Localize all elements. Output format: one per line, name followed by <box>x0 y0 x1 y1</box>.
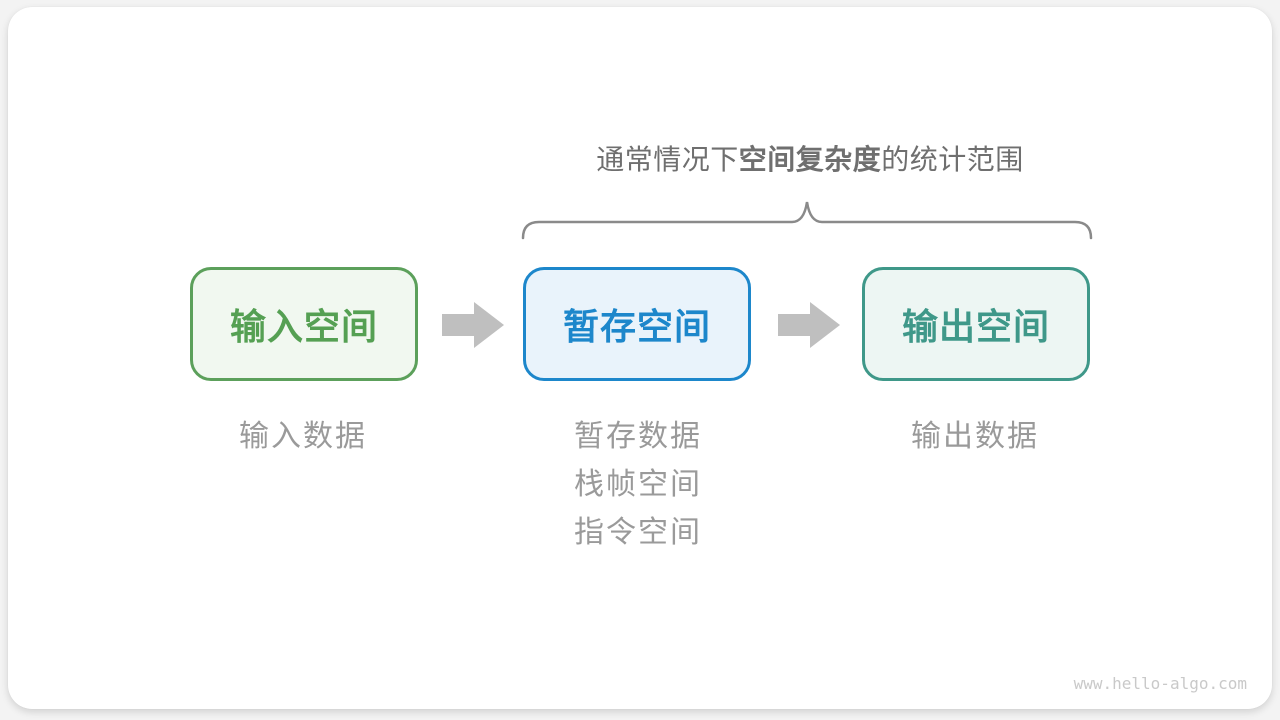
diagram-title: 通常情况下空间复杂度的统计范围 <box>596 143 1024 177</box>
sub-label-output-data: 输出数据 <box>911 420 1039 453</box>
node-input-space-label: 输入空间 <box>229 306 378 347</box>
sub-label-buffer-data: 暂存数据 <box>574 420 702 453</box>
title-prefix: 通常情况下 <box>596 144 739 175</box>
arrow-right-icon <box>442 302 504 348</box>
watermark-url: www.hello-algo.com <box>1073 674 1247 693</box>
sub-label-stack-frame-space: 栈帧空间 <box>574 468 702 501</box>
title-bold-term: 空间复杂度 <box>738 144 882 175</box>
scope-brace-path <box>521 201 1093 240</box>
node-output-space-label: 输出空间 <box>901 306 1050 347</box>
scope-brace-icon <box>521 201 1093 240</box>
title-suffix: 的统计范围 <box>881 144 1024 175</box>
arrow-right-icon <box>778 302 840 348</box>
arrow-right-shape <box>778 302 840 348</box>
sub-label-input-data: 输入数据 <box>239 420 367 453</box>
node-buffer-space-label: 暂存空间 <box>562 306 711 347</box>
node-input-space: 输入空间 <box>190 267 418 381</box>
sub-label-instruction-space: 指令空间 <box>574 516 702 549</box>
arrow-right-shape <box>442 302 504 348</box>
node-output-space: 输出空间 <box>862 267 1090 381</box>
node-buffer-space: 暂存空间 <box>523 267 751 381</box>
